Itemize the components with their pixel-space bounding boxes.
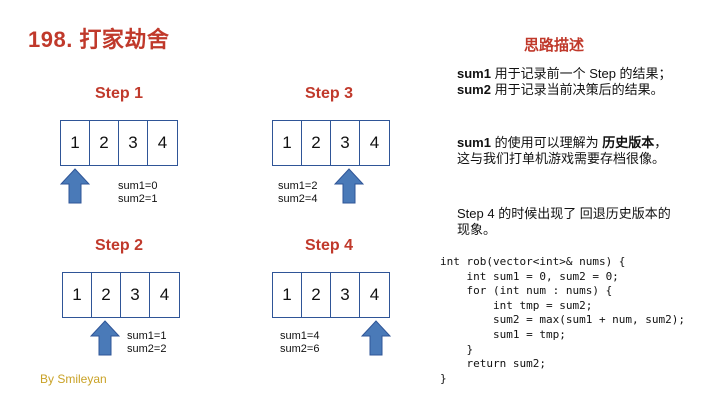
step-2-array: 1 2 3 4 bbox=[62, 272, 180, 318]
history-version-term: 历史版本 bbox=[602, 135, 655, 150]
array-cell: 1 bbox=[61, 121, 90, 165]
array-cell: 2 bbox=[90, 121, 119, 165]
sum1-value: sum1=4 bbox=[280, 330, 320, 342]
author-footer: By Smileyan bbox=[40, 372, 107, 386]
code-line: int sum1 = 0, sum2 = 0; bbox=[440, 269, 619, 283]
array-cell: 3 bbox=[121, 273, 150, 317]
sum1-value: sum1=1 bbox=[127, 330, 167, 342]
array-cell: 1 bbox=[273, 121, 302, 165]
paragraph-text: ，这与我们打单机游戏需要存档很像。 bbox=[457, 135, 668, 166]
step-3-array: 1 2 3 4 bbox=[272, 120, 390, 166]
code-block: int rob(vector<int>& nums) { int sum1 = … bbox=[440, 255, 685, 386]
pointer-arrow-icon bbox=[361, 320, 391, 356]
code-line: sum1 = tmp; bbox=[440, 327, 566, 341]
step-3-sums: sum1=2 sum2=4 bbox=[278, 180, 317, 206]
code-line: return sum2; bbox=[440, 357, 546, 371]
array-cell: 3 bbox=[119, 121, 148, 165]
code-line: int tmp = sum2; bbox=[440, 298, 593, 312]
description-paragraph-2: sum1 的使用可以理解为 历史版本，这与我们打单机游戏需要存档很像。 bbox=[457, 135, 677, 167]
pointer-arrow-icon bbox=[334, 168, 364, 204]
pointer-arrow-icon bbox=[60, 168, 90, 204]
step-4-sums: sum1=4 sum2=6 bbox=[280, 330, 319, 356]
sum2-value: sum2=1 bbox=[118, 193, 158, 205]
step-3-label: Step 3 bbox=[305, 85, 354, 102]
sum1-value: sum1=0 bbox=[118, 180, 158, 192]
sum1-term: sum1 bbox=[457, 135, 491, 150]
array-cell: 3 bbox=[331, 121, 360, 165]
step-4-array: 1 2 3 4 bbox=[272, 272, 390, 318]
description-paragraph-3: Step 4 的时候出现了 回退历史版本的现象。 bbox=[457, 206, 671, 237]
sum2-term: sum2 bbox=[457, 82, 491, 97]
paragraph-text: 的使用可以理解为 bbox=[490, 135, 603, 150]
step-4-label: Step 4 bbox=[305, 237, 354, 254]
page-title: 198. 打家劫舍 bbox=[28, 27, 170, 52]
step-1-sums: sum1=0 sum2=1 bbox=[118, 180, 157, 206]
code-line: int rob(vector<int>& nums) { bbox=[440, 255, 626, 268]
array-cell: 4 bbox=[369, 285, 380, 304]
code-line: } bbox=[440, 371, 447, 385]
array-cell: 2 bbox=[302, 273, 331, 317]
array-cell: 1 bbox=[63, 273, 92, 317]
array-cell: 2 bbox=[302, 121, 331, 165]
sum2-value: sum2=6 bbox=[280, 343, 320, 355]
step-2-sums: sum1=1 sum2=2 bbox=[127, 330, 166, 356]
array-cell: 1 bbox=[273, 273, 302, 317]
pointer-arrow-icon bbox=[90, 320, 120, 356]
step-1-label: Step 1 bbox=[95, 85, 144, 102]
code-line: sum2 = max(sum1 + num, sum2); bbox=[440, 313, 686, 327]
sum2-value: sum2=4 bbox=[278, 193, 318, 205]
sum1-value: sum1=2 bbox=[278, 180, 318, 192]
description-paragraph-1: sum1 用于记录前一个 Step 的结果；sum2 用于记录当前决策后的结果。 bbox=[457, 66, 677, 98]
array-cell: 2 bbox=[92, 273, 121, 317]
code-line: for (int num : nums) { bbox=[440, 284, 613, 298]
description-heading: 思路描述 bbox=[524, 37, 585, 54]
paragraph-text: 用于记录前一个 Step 的结果； bbox=[490, 66, 672, 81]
sum2-value: sum2=2 bbox=[127, 343, 167, 355]
array-cell: 3 bbox=[331, 273, 360, 317]
sum1-term: sum1 bbox=[457, 66, 491, 81]
array-cell: 4 bbox=[157, 133, 168, 152]
array-cell: 4 bbox=[369, 133, 380, 152]
step-1-array: 1 2 3 4 bbox=[60, 120, 178, 166]
step-2-label: Step 2 bbox=[95, 237, 144, 254]
paragraph-text: 用于记录当前决策后的结果。 bbox=[490, 82, 664, 97]
array-cell: 4 bbox=[159, 285, 170, 304]
code-line: } bbox=[440, 342, 474, 356]
